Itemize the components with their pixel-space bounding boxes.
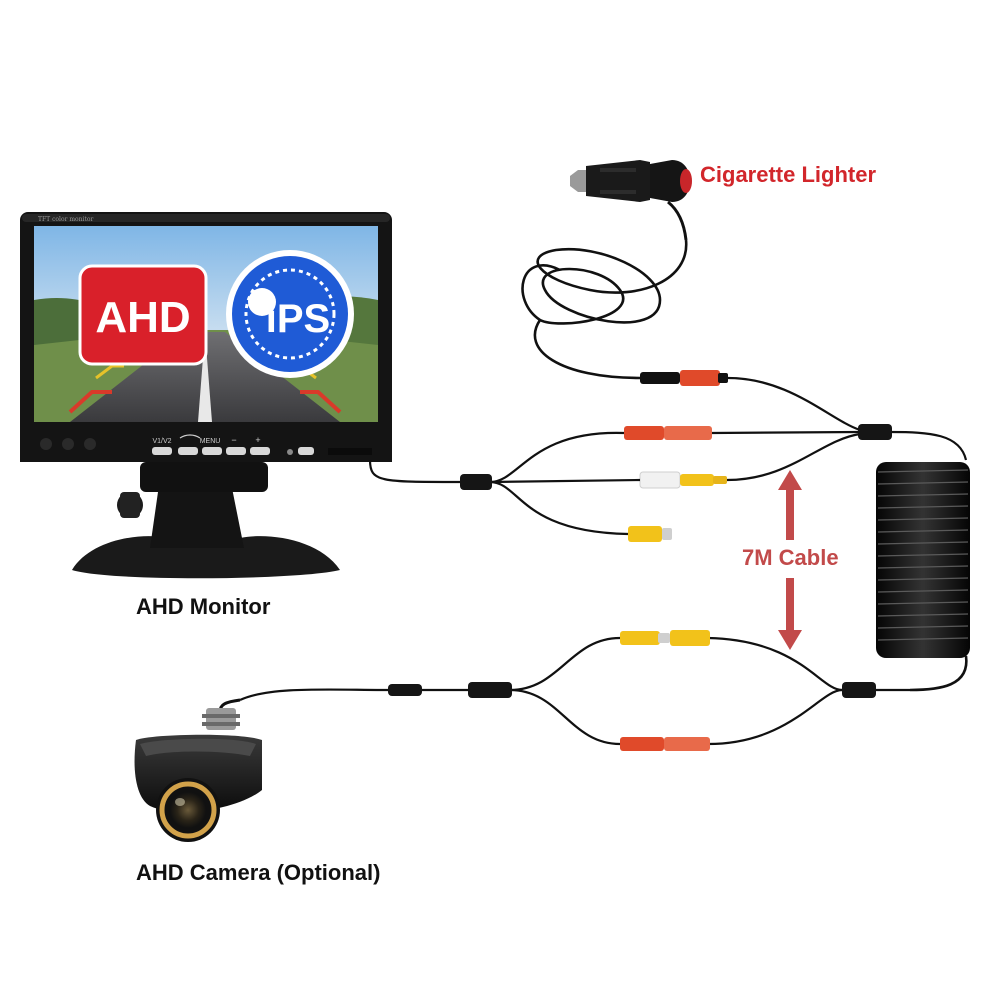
monitor-button-v1v2[interactable] (152, 447, 172, 455)
camera-label: AHD Camera (Optional) (136, 860, 381, 885)
ips-badge: iPS (226, 250, 354, 378)
cigarette-lighter-plug (570, 160, 692, 241)
yellow-rca-connector-camera (620, 630, 710, 646)
power-icon (287, 449, 293, 455)
monitor-bezel-text: TFT color monitor (38, 216, 93, 223)
button-label-v1v2: V1/V2 (152, 438, 171, 445)
ahd-badge-text: AHD (95, 293, 190, 342)
red-rca-connector-camera (620, 737, 710, 751)
monitor-stand-neck (150, 478, 244, 548)
harness-splitter (460, 474, 492, 490)
monitor-button-minus[interactable] (226, 447, 246, 455)
harness-junction (858, 424, 892, 440)
camera-inline-connector (388, 684, 422, 696)
camera-harness-splitter (468, 682, 512, 698)
lighter-power-cable (521, 239, 688, 325)
red-rca-connector-monitor (624, 426, 712, 440)
button-label-plus: + (255, 435, 260, 445)
power-cycle-icon (179, 434, 201, 439)
ahd-monitor: TFT color monitor AHD iPS (20, 212, 392, 579)
ahd-badge: AHD (78, 264, 208, 366)
monitor-indicator-icon (62, 438, 74, 450)
monitor-button-plus[interactable] (250, 447, 270, 455)
cigarette-lighter-label: Cigarette Lighter (700, 162, 877, 187)
monitor-button-mode[interactable] (178, 447, 198, 455)
monitor-button-power[interactable] (298, 447, 314, 455)
camera-mount-thread (206, 708, 236, 730)
cable-coil (876, 462, 970, 692)
lighter-feed-cable (533, 319, 641, 380)
monitor-indicator-icon (84, 438, 96, 450)
monitor-stand-base (72, 536, 340, 579)
cable-length-arrow (778, 470, 802, 650)
monitor-button-menu[interactable] (202, 447, 222, 455)
monitor-stand-mount (140, 462, 268, 492)
monitor-indicator-icon (40, 438, 52, 450)
dc-power-connector (640, 370, 728, 386)
white-yellow-rca-connector (639, 471, 727, 489)
button-label-minus: − (231, 435, 236, 445)
ips-badge-text: iPS (266, 297, 330, 341)
camera-cable-harness (239, 636, 910, 746)
button-label-menu: MENU (200, 438, 221, 445)
camera-harness-junction (842, 682, 876, 698)
monitor-label: AHD Monitor (136, 594, 271, 619)
monitor-cable-harness (368, 376, 968, 536)
cable-length-label: 7M Cable (742, 545, 839, 570)
yellow-rca-video-out (628, 526, 672, 542)
lighter-red-tip-icon (680, 169, 692, 193)
ahd-camera (134, 698, 262, 842)
